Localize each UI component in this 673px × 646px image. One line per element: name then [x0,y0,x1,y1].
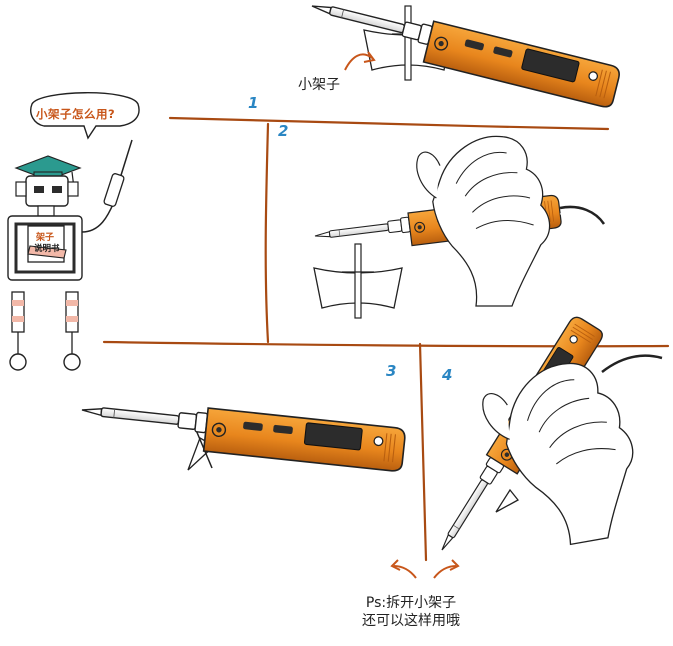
panel-2-hand-iron [312,135,606,319]
booklet-subtitle: 说明书 [34,244,60,254]
speech-bubble-text: 小架子怎么用? [36,107,116,121]
step-number-1: 1 [248,94,259,112]
robot-character [7,92,140,371]
step-number-3: 3 [386,362,397,380]
stand-label: 小架子 [298,77,340,93]
bottom-note: Ps:拆开小架子 还可以这样用哦 [356,594,466,630]
panel-3-iron-stand-side [78,394,407,473]
note-line-1: Ps:拆开小架子 [365,595,457,611]
panel-lines [102,116,670,562]
booklet-title: 架子 [36,233,55,243]
note-line-2: 还可以这样用哦 [362,613,460,629]
panel-4-hand-iron-diag [430,313,663,564]
top-iron-on-stand [304,0,622,110]
step-number-2: 2 [278,122,289,140]
step-number-4: 4 [442,366,453,384]
bottom-arrows [390,559,460,579]
